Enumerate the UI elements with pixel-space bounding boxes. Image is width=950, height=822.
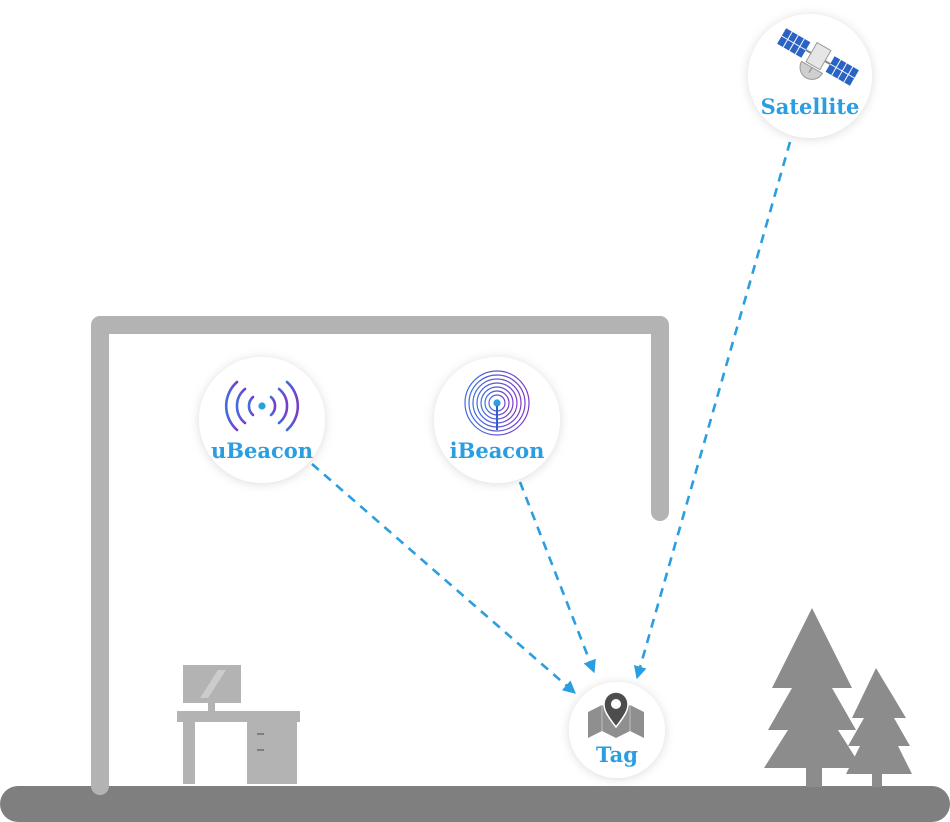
monitor-icon — [183, 665, 241, 711]
ubeacon-node — [199, 357, 325, 483]
pine-tree-icon — [764, 608, 862, 787]
building-wall — [91, 316, 669, 795]
map-pin-icon — [588, 691, 644, 738]
satellite-icon — [777, 28, 859, 86]
satellite-label: Satellite — [760, 94, 860, 119]
ubeacon-label: uBeacon — [210, 438, 314, 463]
tag-node — [569, 682, 665, 778]
ibeacon-node — [434, 357, 560, 483]
ubeacon-to-tag-arrow — [311, 463, 576, 694]
satellite-to-tag-arrow — [633, 141, 792, 680]
satellite-node — [748, 14, 872, 138]
ground-bar — [0, 786, 950, 822]
desk-icon — [177, 711, 300, 784]
wifi-signal-icon — [224, 380, 300, 432]
small-pine-tree-icon — [846, 668, 912, 787]
ibeacon-to-tag-arrow — [518, 481, 596, 674]
concentric-signal-icon — [464, 370, 530, 436]
ibeacon-label: iBeacon — [449, 438, 545, 463]
tag-label: Tag — [596, 742, 638, 767]
